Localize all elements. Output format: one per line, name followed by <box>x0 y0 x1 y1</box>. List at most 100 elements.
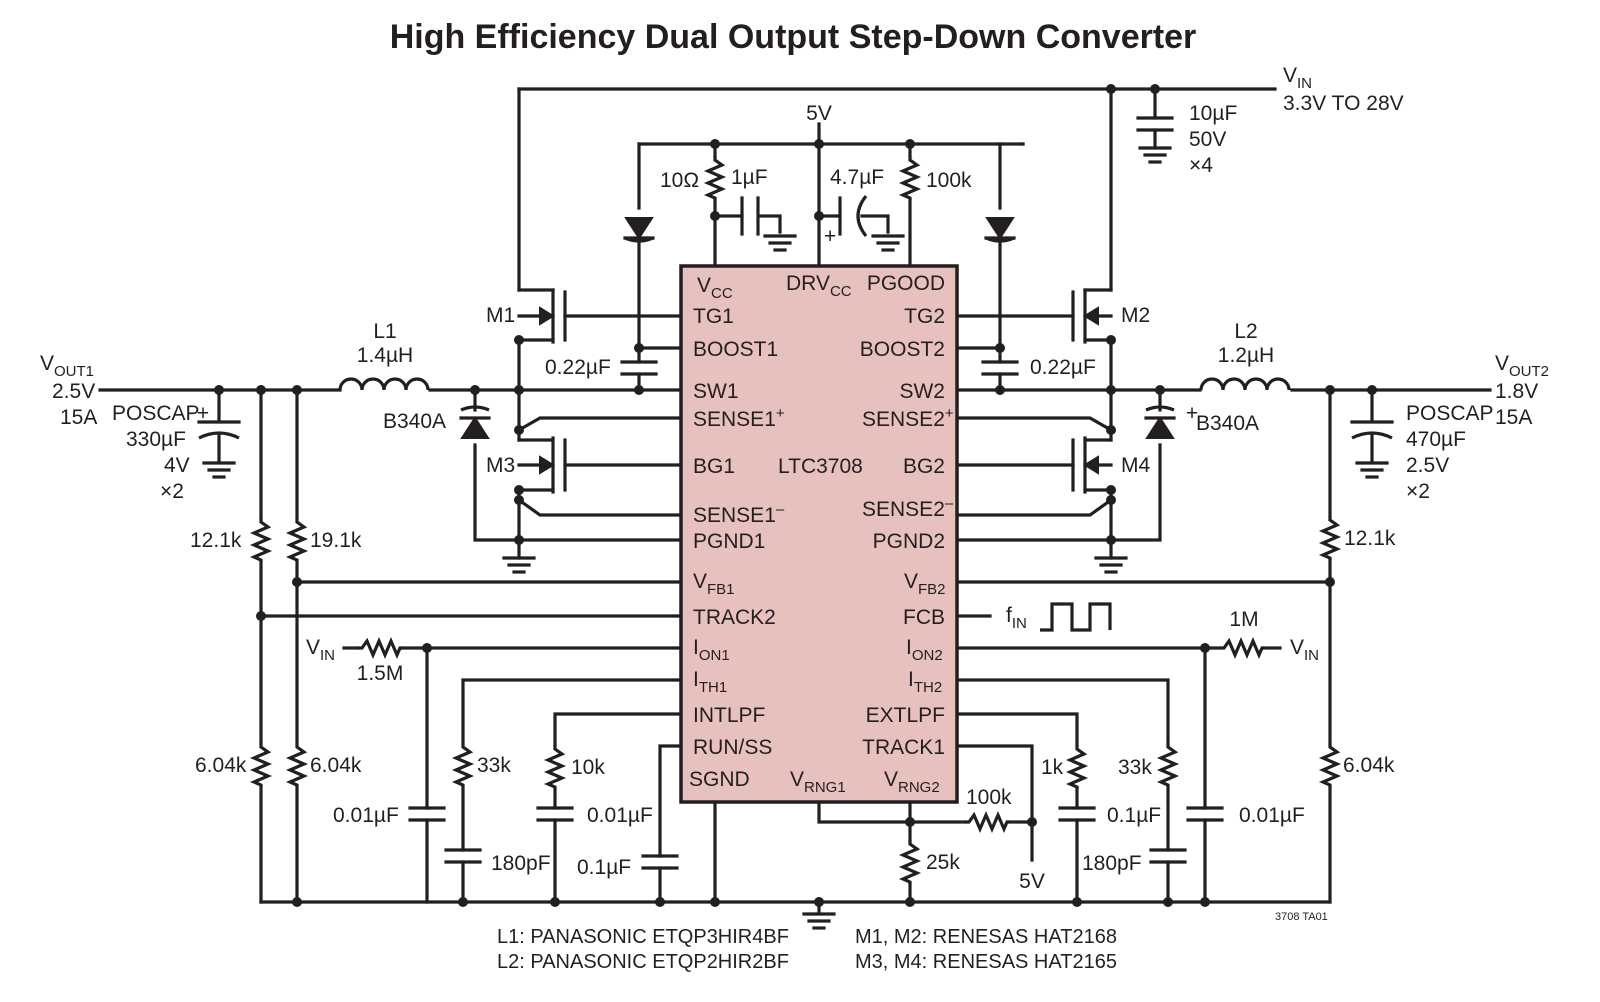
cout2-type: POSCAP <box>1406 402 1494 425</box>
cin-voltage: 50V <box>1189 128 1226 151</box>
figure-code: 3708 TA01 <box>1275 911 1328 923</box>
junction-dots <box>214 84 1377 907</box>
pin-pgood: PGOOD <box>867 272 945 295</box>
l2-name: L2 <box>1234 320 1257 343</box>
note-m1-m2: M1, M2: RENESAS HAT2168 <box>855 926 1117 948</box>
vout2-label: VOUT2 <box>1495 352 1549 380</box>
plus-sign-cout2: + <box>1186 402 1198 425</box>
semiconductors <box>459 216 1176 494</box>
pin-ion1: ION1 <box>693 636 730 664</box>
pin-bg2: BG2 <box>903 455 945 478</box>
fin-pulse-icon <box>1040 602 1112 632</box>
five-v-top-label: 5V <box>806 102 832 125</box>
cin-qty: ×4 <box>1189 154 1213 177</box>
m4-label: M4 <box>1121 454 1150 477</box>
ic-pin-labels-right: PGOOD TG2 BOOST2 SW2 SENSE2+ BG2 SENSE2–… <box>860 272 954 796</box>
bom-notes: L1: PANASONIC ETQP3HIR4BF L2: PANASONIC … <box>497 911 1328 973</box>
cout2-qty: ×2 <box>1406 480 1430 503</box>
r-25k-label: 25k <box>926 851 960 874</box>
l1-name: L1 <box>373 320 396 343</box>
pin-tg2: TG2 <box>904 305 945 328</box>
l1-value: 1.4µH <box>357 344 413 367</box>
c-0-01uf-a-label: 0.01µF <box>333 804 399 827</box>
vout2-voltage: 1.8V <box>1495 380 1538 403</box>
fin-label: fIN <box>1006 604 1027 632</box>
pin-vfb2: VFB2 <box>904 570 946 598</box>
output-labels: VOUT1 2.5V 15A VOUT2 1.8V 15A <box>40 352 1549 429</box>
pin-ion2: ION2 <box>906 636 943 664</box>
pin-track2: TRACK2 <box>693 606 776 629</box>
cout2-voltage: 2.5V <box>1406 454 1449 477</box>
pin-fcb: FCB <box>903 606 945 629</box>
r-10ohm-label: 10Ω <box>660 169 699 192</box>
r-100k-top-label: 100k <box>926 169 972 192</box>
note-l1: L1: PANASONIC ETQP3HIR4BF <box>497 926 789 948</box>
pin-drvcc: DRVCC <box>786 272 852 300</box>
pin-sense2-plus: SENSE2+ <box>862 405 954 431</box>
m3-label: M3 <box>486 454 515 477</box>
c-0-1uf-left-label: 0.1µF <box>577 856 631 879</box>
pin-vrng2: VRNG2 <box>884 768 940 796</box>
pin-boost2: BOOST2 <box>860 338 945 361</box>
cout1-qty: ×2 <box>160 480 184 503</box>
note-l2: L2: PANASONIC ETQP2HIR2BF <box>497 951 789 973</box>
pin-sense1-plus: SENSE1+ <box>693 405 785 431</box>
cout1-type: POSCAP <box>112 402 200 425</box>
r-12-1k-left-label: 12.1k <box>190 529 242 552</box>
cboot2-label: 0.22µF <box>1030 356 1096 379</box>
r-100k-bottom-label: 100k <box>966 786 1012 809</box>
pin-intlpf: INTLPF <box>693 704 765 727</box>
r-6-04k-a-label: 6.04k <box>195 754 247 777</box>
pin-bg1: BG1 <box>693 455 735 478</box>
r-19-1k-label: 19.1k <box>310 529 362 552</box>
pin-sense2-minus: SENSE2– <box>862 495 954 521</box>
pin-pgnd1: PGND1 <box>693 530 765 553</box>
pin-vcc: VCC <box>697 274 733 302</box>
r-10k-label: 10k <box>571 756 605 779</box>
vin-top-label: VIN <box>1283 64 1312 92</box>
c-0-01uf-c-label: 0.01µF <box>1239 804 1305 827</box>
cout1-value: 330µF <box>126 428 186 451</box>
pin-boost1: BOOST1 <box>693 338 778 361</box>
c-180pf-right-label: 180pF <box>1082 852 1142 875</box>
ic-pin-labels-center: DRVCC LTC3708 VRNG1 <box>778 272 863 796</box>
pin-pgnd2: PGND2 <box>873 530 945 553</box>
ic-part-number: LTC3708 <box>778 455 863 478</box>
vin-left-label: VIN <box>306 636 335 664</box>
pin-sw1: SW1 <box>693 380 739 403</box>
m1-label: M1 <box>486 304 515 327</box>
note-m3-m4: M3, M4: RENESAS HAT2165 <box>855 951 1117 973</box>
pin-ith1: ITH1 <box>693 668 727 696</box>
pin-sw2: SW2 <box>899 380 945 403</box>
component-labels: 10µF 50V ×4 10Ω 1µF 4.7µF 100k + M1 M2 M… <box>112 102 1494 879</box>
c-1uf-label: 1µF <box>731 166 768 189</box>
r-1-5m-label: 1.5M <box>357 662 404 685</box>
pin-run-ss: RUN/SS <box>693 736 772 759</box>
vin-range-label: 3.3V TO 28V <box>1283 92 1404 115</box>
r-6-04k-b-label: 6.04k <box>310 754 362 777</box>
cout2-value: 470µF <box>1406 428 1466 451</box>
pin-ith2: ITH2 <box>908 668 942 696</box>
r-1m-label: 1M <box>1229 608 1258 631</box>
r-33k-right-label: 33k <box>1118 756 1152 779</box>
vout1-voltage: 2.5V <box>52 380 95 403</box>
pin-vrng1: VRNG1 <box>790 768 846 796</box>
plus-sign-cout1: + <box>197 402 209 425</box>
pin-tg1: TG1 <box>693 305 734 328</box>
c-0-01uf-b-label: 0.01µF <box>587 804 653 827</box>
c-180pf-left-label: 180pF <box>491 852 551 875</box>
r-1k-label: 1k <box>1041 756 1064 779</box>
pin-sgnd: SGND <box>689 768 750 791</box>
r-33k-left-label: 33k <box>477 754 511 777</box>
ic-pin-labels-left: VCC TG1 BOOST1 SW1 SENSE1+ BG1 SENSE1– P… <box>689 274 785 791</box>
pin-extlpf: EXTLPF <box>866 704 945 727</box>
cboot1-label: 0.22µF <box>545 356 611 379</box>
passive-components <box>197 116 1394 886</box>
pin-vfb1: VFB1 <box>693 570 735 598</box>
d1-label: B340A <box>383 410 446 433</box>
c-0-1uf-right-label: 0.1µF <box>1107 804 1161 827</box>
r-6-04k-c-label: 6.04k <box>1343 754 1395 777</box>
ic-ltc3708 <box>679 264 959 804</box>
plus-sign-drvcc: + <box>824 225 836 248</box>
